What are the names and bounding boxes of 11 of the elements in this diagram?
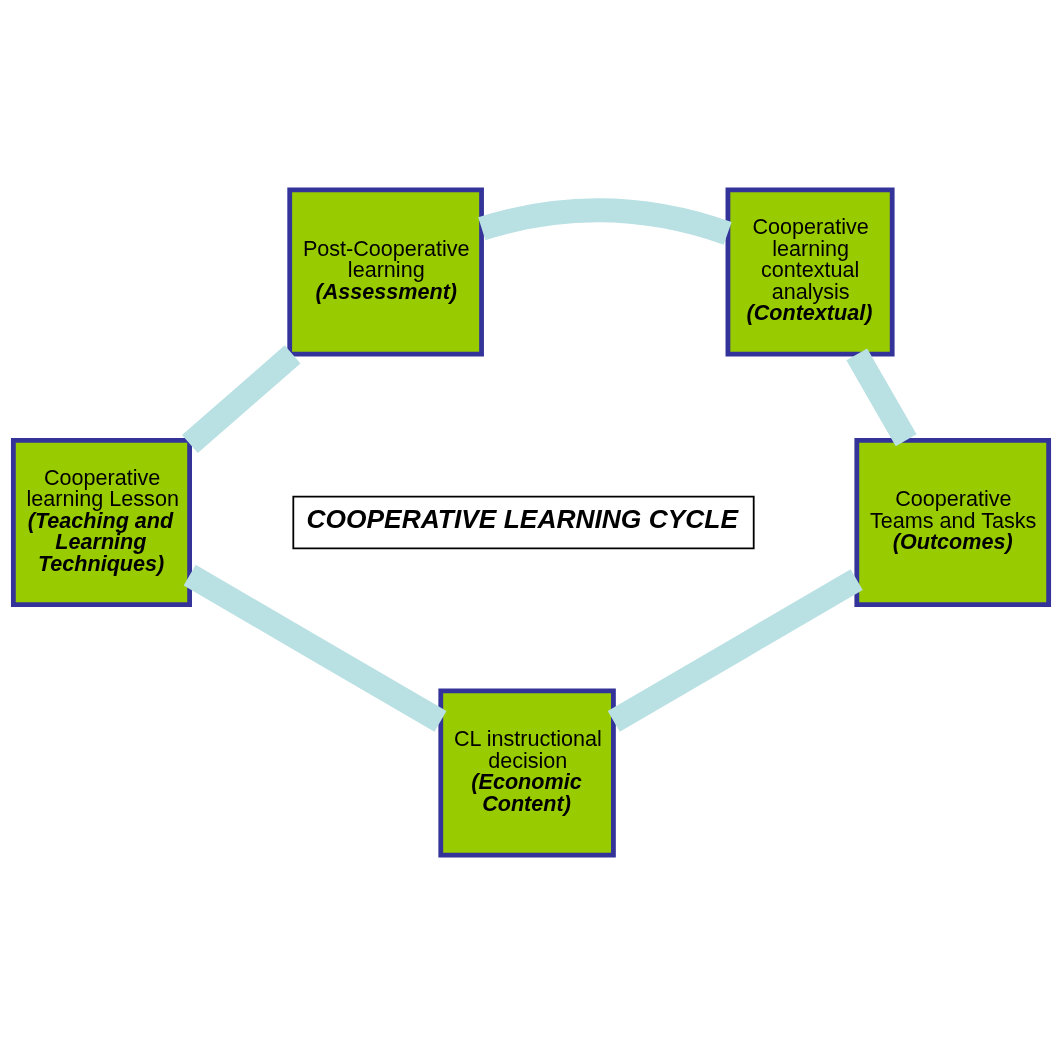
node-box: COOPERATIVE LEARNING CYCLE bbox=[292, 495, 755, 549]
node-box: Cooperative Teams and Tasks (Outcomes) bbox=[854, 437, 1052, 607]
node-box: Cooperative learning contextual analysis (Contextual) bbox=[725, 186, 895, 356]
connector bbox=[846, 347, 917, 446]
node-box: CL instructional decision (Economic Content) bbox=[438, 688, 616, 858]
connector bbox=[182, 344, 301, 453]
node-box: Post-Cooperative learning (Assessment) bbox=[287, 186, 484, 356]
connector bbox=[607, 568, 863, 732]
connector bbox=[478, 197, 732, 245]
connector bbox=[183, 564, 447, 732]
node-box: Cooperative learning Lesson (Teaching and Learning Techniques) bbox=[10, 437, 192, 607]
